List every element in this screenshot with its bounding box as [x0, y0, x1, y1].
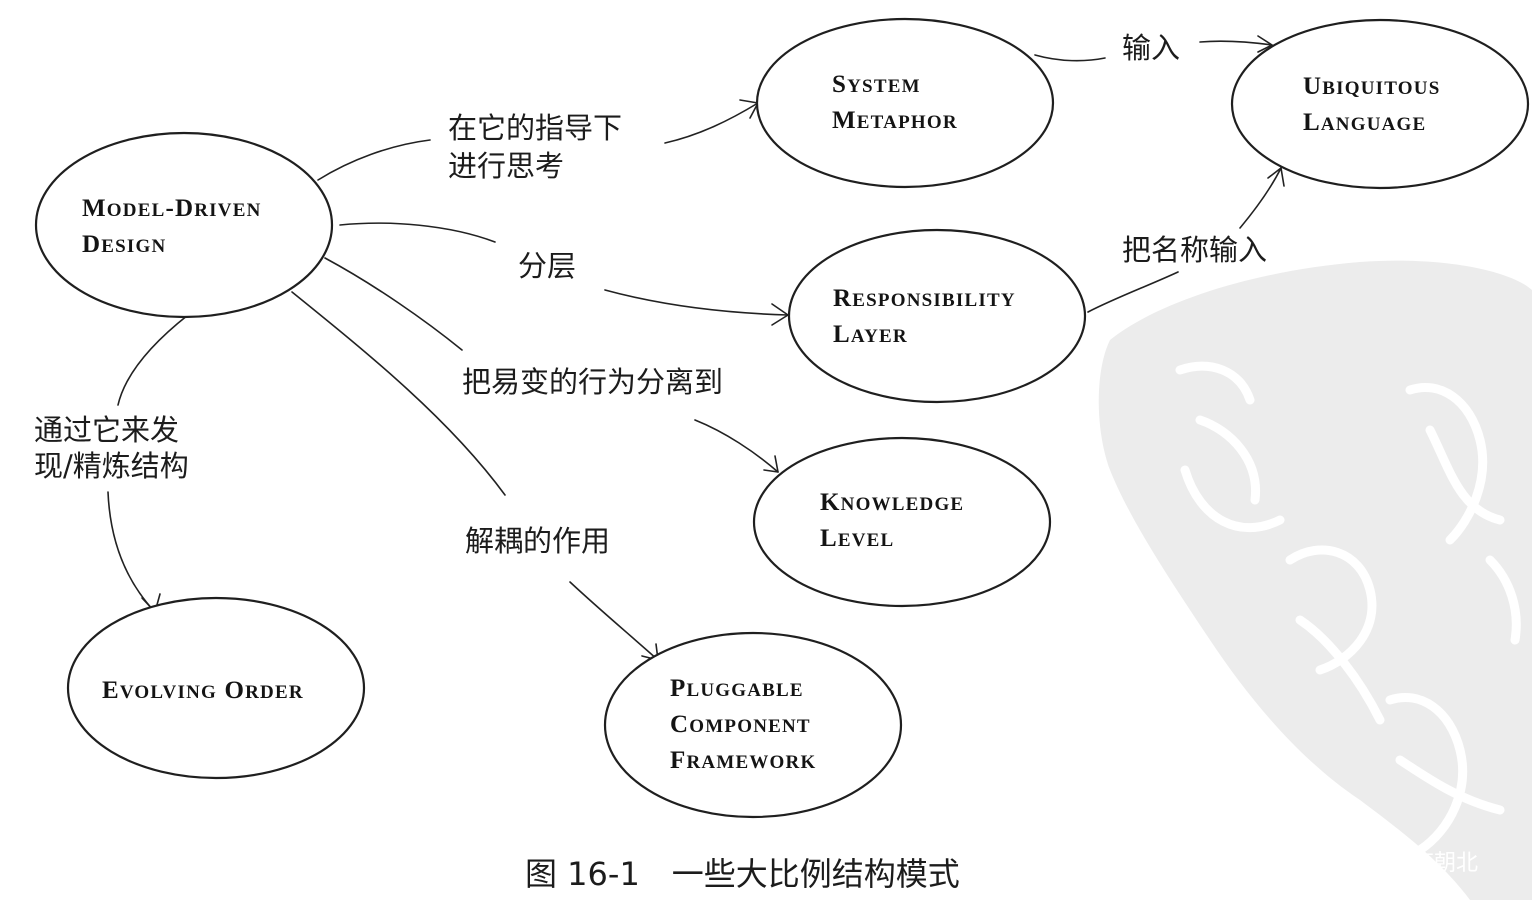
node-system-metaphor-line-2: METAPHOR	[832, 107, 958, 134]
label-mdd-to-pluggable: 解耦的作用	[465, 524, 610, 558]
edge-mdd-to-pluggable-tail	[569, 581, 659, 661]
watermark: 掘金技术社区 @ 坐南朝北	[1222, 851, 1478, 876]
edge-mdd-to-knowledge-level	[324, 257, 463, 351]
arrowhead-ubiquitous-language-bottom	[1267, 167, 1285, 187]
node-system-metaphor: SYSTEM METAPHOR	[755, 17, 1055, 189]
label-mdd-to-pluggable-line-1: 解耦的作用	[465, 524, 610, 558]
label-mdd-to-evolving-order-line-2: 现/精炼结构	[34, 449, 189, 483]
node-responsibility-layer: RESPONSIBILITY LAYER	[787, 228, 1087, 404]
node-evolving-order-line-1: EVOLVING ORDER	[102, 677, 304, 704]
edge-responsibility-to-ubiquitous-language	[1087, 271, 1179, 313]
label-mdd-to-knowledge-level: 把易变的行为分离到	[462, 365, 723, 399]
label-mdd-to-evolving-order: 通过它来发 现/精炼结构	[34, 413, 189, 483]
arrowhead-knowledge-level	[763, 455, 779, 473]
node-responsibility-layer-line-1: RESPONSIBILITY	[833, 285, 1016, 312]
label-mdd-to-knowledge-level-line-1: 把易变的行为分离到	[462, 365, 723, 399]
edge-mdd-to-evolving-order	[117, 314, 189, 406]
node-knowledge-level-line-2: LEVEL	[820, 525, 894, 552]
edge-mdd-to-responsibility-layer-tail	[604, 289, 789, 316]
node-ubiquitous-language-ellipse	[1230, 18, 1530, 190]
node-ubiquitous-language: UBIQUITOUS LANGUAGE	[1230, 18, 1530, 190]
node-knowledge-level: KNOWLEDGE LEVEL	[752, 436, 1052, 608]
label-mdd-to-responsibility-layer-line-1: 分层	[518, 249, 576, 283]
node-pluggable-component-framework: PLUGGABLE COMPONENT FRAMEWORK	[603, 631, 903, 819]
node-pluggable-component-framework-line-1: PLUGGABLE	[670, 675, 804, 702]
label-mdd-to-system-metaphor: 在它的指导下 进行思考	[448, 111, 631, 183]
figure-caption: 图 16-1 一些大比例结构模式	[525, 855, 960, 893]
label-mdd-to-evolving-order-line-1: 通过它来发	[34, 413, 179, 447]
node-ubiquitous-language-line-1: UBIQUITOUS	[1303, 73, 1440, 100]
node-knowledge-level-ellipse	[752, 436, 1052, 608]
node-pluggable-component-framework-ellipse	[603, 631, 903, 819]
edge-mdd-to-responsibility-layer	[339, 222, 496, 243]
node-responsibility-layer-label: RESPONSIBILITY LAYER	[833, 285, 1023, 348]
node-knowledge-level-line-1: KNOWLEDGE	[820, 489, 964, 516]
arrowhead-ubiquitous-language-top	[1257, 35, 1273, 53]
node-model-driven-design-line-1: MODEL-DRIVEN	[82, 195, 262, 222]
label-responsibility-to-ubiquitous-language-line-1: 把名称输入	[1122, 233, 1267, 267]
edge-mdd-to-evolving-order-tail	[107, 491, 156, 613]
edge-responsibility-to-ubiquitous-language-tail	[1239, 167, 1282, 229]
label-mdd-to-system-metaphor-line-1: 在它的指导下	[448, 111, 622, 145]
edge-mdd-to-knowledge-level-tail	[694, 419, 779, 473]
label-mdd-to-responsibility-layer: 分层	[518, 249, 576, 283]
edge-mdd-to-system-metaphor-tail	[664, 102, 759, 144]
node-evolving-order: EVOLVING ORDER	[66, 596, 366, 780]
node-ubiquitous-language-line-2: LANGUAGE	[1303, 109, 1426, 136]
node-model-driven-design: MODEL-DRIVEN DESIGN	[34, 131, 334, 319]
node-ubiquitous-language-label: UBIQUITOUS LANGUAGE	[1303, 73, 1448, 136]
node-pluggable-component-framework-line-3: FRAMEWORK	[670, 747, 816, 774]
node-system-metaphor-label: SYSTEM METAPHOR	[832, 71, 958, 134]
node-responsibility-layer-line-2: LAYER	[833, 321, 908, 348]
node-model-driven-design-line-2: DESIGN	[82, 231, 166, 258]
label-responsibility-to-ubiquitous-language: 把名称输入	[1122, 233, 1267, 267]
label-mdd-to-system-metaphor-line-2: 进行思考	[448, 149, 564, 183]
node-pluggable-component-framework-line-2: COMPONENT	[670, 711, 811, 738]
edge-mdd-to-system-metaphor	[317, 139, 431, 181]
node-responsibility-layer-ellipse	[787, 228, 1087, 404]
edge-system-metaphor-to-ubiquitous-language	[1034, 54, 1106, 62]
edge-mdd-to-pluggable	[291, 291, 506, 496]
node-evolving-order-ellipse	[66, 596, 366, 780]
label-system-metaphor-to-ubiquitous-language: 输入	[1122, 31, 1180, 65]
node-evolving-order-label: EVOLVING ORDER	[102, 677, 304, 704]
node-pluggable-component-framework-label: PLUGGABLE COMPONENT FRAMEWORK	[670, 675, 818, 774]
node-system-metaphor-ellipse	[755, 17, 1055, 189]
seal-stamp	[1098, 260, 1532, 900]
node-system-metaphor-line-1: SYSTEM	[832, 71, 921, 98]
edges	[107, 35, 1285, 661]
label-system-metaphor-to-ubiquitous-language-line-1: 输入	[1122, 31, 1180, 65]
node-model-driven-design-ellipse	[34, 131, 334, 319]
node-model-driven-design-label: MODEL-DRIVEN DESIGN	[82, 195, 269, 258]
node-knowledge-level-label: KNOWLEDGE LEVEL	[820, 489, 972, 552]
edge-system-metaphor-to-ubiquitous-language-tail	[1199, 40, 1273, 46]
